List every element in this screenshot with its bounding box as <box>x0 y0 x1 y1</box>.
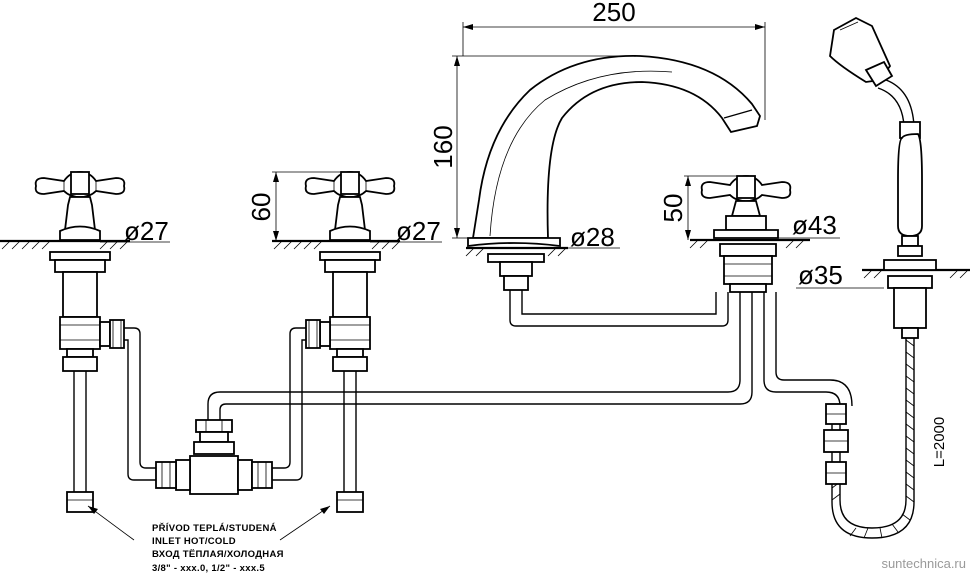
diverter-cross-handle-valve <box>689 175 810 293</box>
watermark: suntechnica.ru <box>881 556 966 571</box>
diameter-27-middle-label: ø27 <box>396 216 441 246</box>
inlet-note-line-2: INLET HOT/COLD <box>152 536 236 547</box>
dimension-250: 250 <box>462 0 766 120</box>
diameter-35-label: ø35 <box>798 260 843 290</box>
dimension-50-label: 50 <box>658 194 688 223</box>
shower-hose <box>823 338 915 539</box>
connecting-pipes <box>124 290 853 481</box>
inlet-note-line-1: PŘÍVOD TEPLÁ/STUDENÁ <box>152 522 277 534</box>
inlet-note-line-3: ВХОД ТЁПЛАЯ/ХОЛОДНАЯ <box>152 549 284 560</box>
middle-cross-handle-valve <box>272 171 401 513</box>
diameter-28-label: ø28 <box>570 222 615 252</box>
dimension-250-label: 250 <box>592 0 635 27</box>
dimension-160-label: 160 <box>428 125 458 168</box>
dimension-60: 60 <box>246 171 340 241</box>
hose-length-label: L=2000 <box>931 417 948 467</box>
diameter-27-left-label: ø27 <box>124 216 169 246</box>
dimension-160: 160 <box>428 55 630 239</box>
dimension-60-label: 60 <box>246 193 276 222</box>
inlet-note-line-4: 3/8" - xxx.0, 1/2" - xxx.5 <box>152 563 265 574</box>
left-cross-handle-valve <box>0 171 130 513</box>
dimension-50: 50 <box>658 175 736 240</box>
bath-spout <box>465 55 761 291</box>
inlet-note: PŘÍVOD TEPLÁ/STUDENÁ INLET HOT/COLD ВХОД… <box>87 505 331 574</box>
hand-shower <box>829 16 970 339</box>
tee-connector <box>155 419 273 495</box>
diameter-43-label: ø43 <box>792 210 837 240</box>
